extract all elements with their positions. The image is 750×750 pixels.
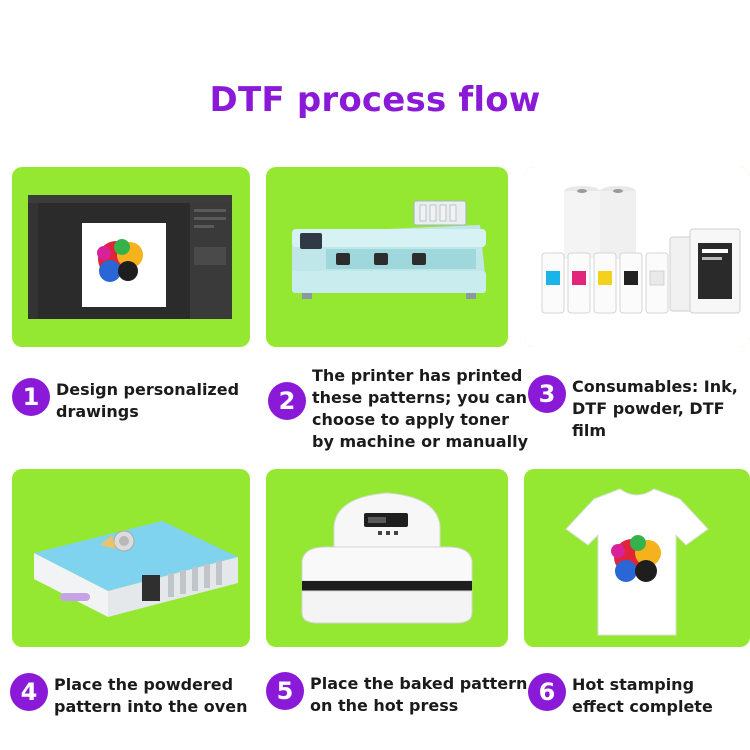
powder-bag-icon [689, 228, 741, 314]
step-1-image-panel [12, 167, 250, 347]
step-4-image-panel [12, 469, 250, 647]
step-number-badge: 4 [10, 673, 48, 711]
step-caption: Design personalized drawings [56, 380, 240, 421]
printed-t-shirt-illustration [565, 488, 709, 636]
step-caption: Place the baked pattern on the hot press [310, 674, 528, 715]
step-number-badge: 2 [268, 382, 306, 420]
step-number-badge: 5 [266, 672, 304, 710]
step-2-image-panel [266, 167, 508, 347]
design-artwork-icon [97, 239, 143, 282]
step-caption: Place the powdered pattern into the oven [54, 675, 248, 716]
step-caption: Hot stamping effect complete [572, 675, 713, 716]
step-1: 1 Design personalized drawings [12, 378, 246, 423]
t-shirt-print-icon [611, 535, 661, 582]
dtf-printer-illustration [292, 200, 486, 299]
step-caption: Consumables: Ink, DTF powder, DTF film [572, 377, 738, 440]
film-roll-icon [600, 186, 636, 259]
step-3-image-panel [524, 167, 750, 347]
step-6: 6 Hot stamping effect complete [528, 673, 742, 718]
step-number-badge: 1 [12, 378, 50, 416]
design-software-screen-illustration [28, 195, 232, 319]
ink-bottle-icon [593, 252, 617, 314]
ink-bottle-icon [567, 252, 591, 314]
step-4: 4 Place the powdered pattern into the ov… [10, 673, 254, 718]
heat-press-illustration [301, 492, 473, 624]
step-2: 2 The printer has printed these patterns… [268, 364, 532, 453]
step-number-badge: 3 [528, 375, 566, 413]
ink-bottle-icon [541, 252, 565, 314]
step-number-badge: 6 [528, 673, 566, 711]
step-6-image-panel [524, 469, 750, 647]
step-5-image-panel [266, 469, 508, 647]
step-3: 3 Consumables: Ink, DTF powder, DTF film [528, 375, 750, 442]
step-5: 5 Place the baked pattern on the hot pre… [266, 672, 530, 717]
curing-oven-illustration [34, 521, 238, 617]
consumables-illustration [524, 167, 750, 347]
step-caption: The printer has printed these patterns; … [312, 366, 528, 451]
page-title: DTF process flow [209, 80, 541, 120]
film-roll-icon [564, 186, 600, 259]
ink-bottle-icon [645, 252, 669, 314]
ink-bottle-icon [619, 252, 643, 314]
